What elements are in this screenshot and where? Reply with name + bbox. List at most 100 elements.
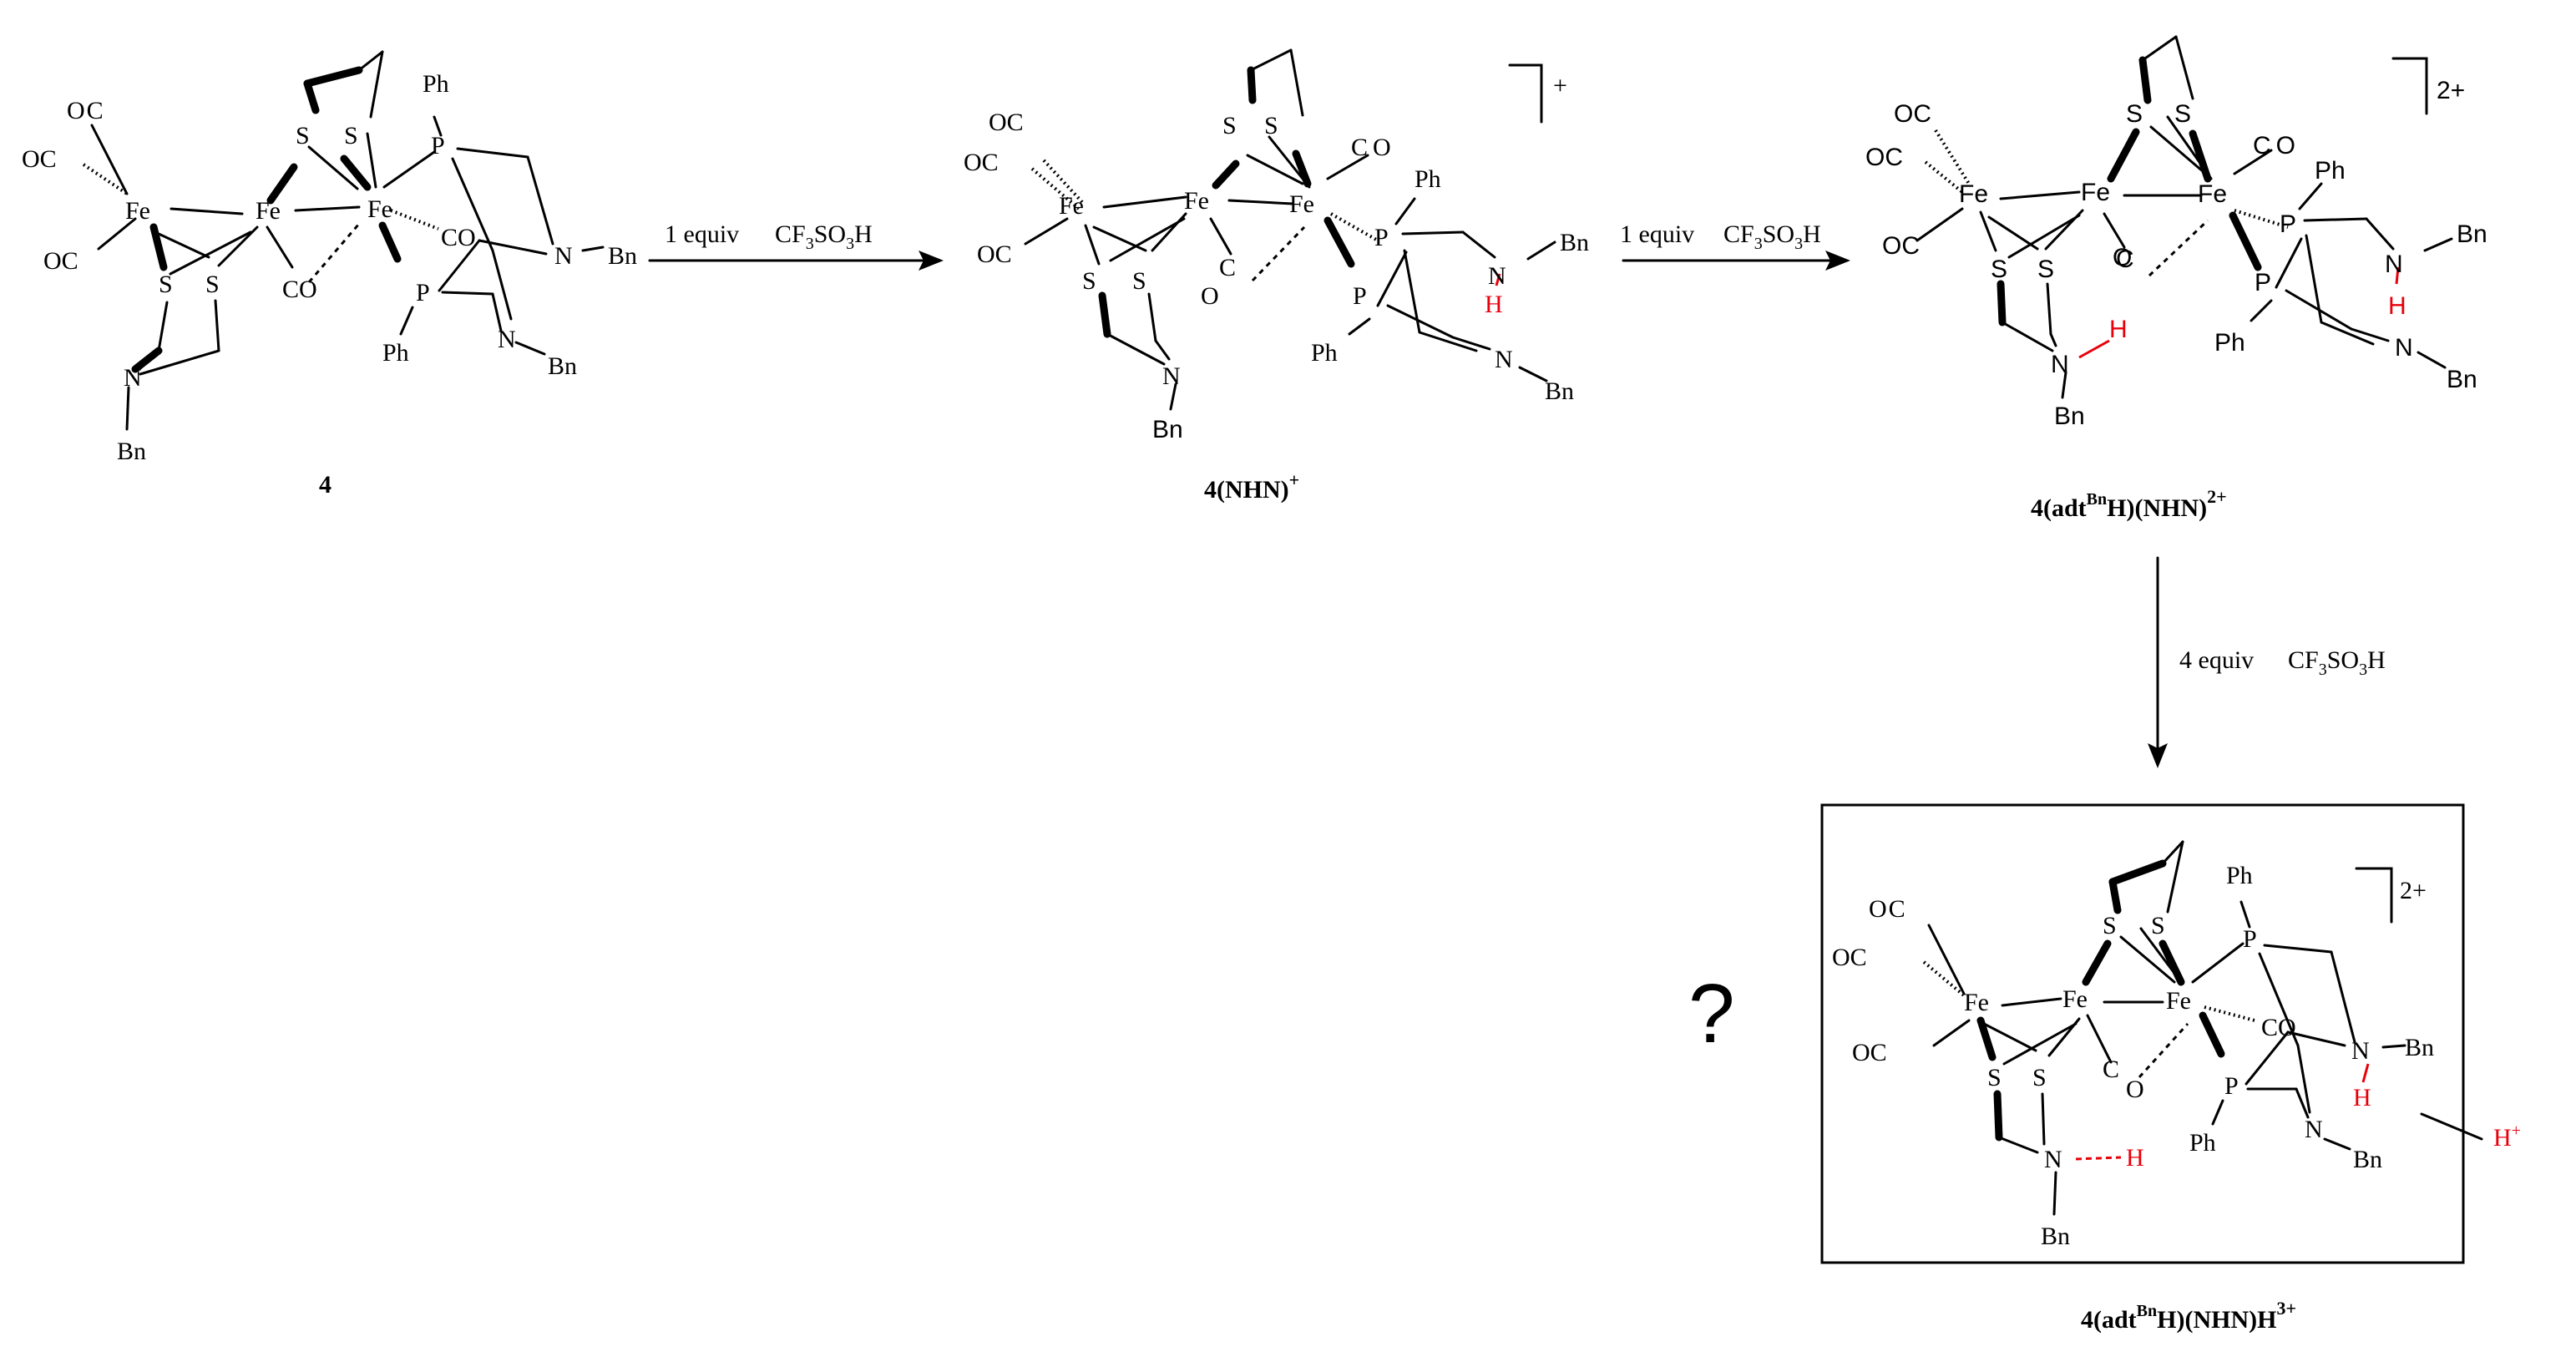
co-ligand-label: CO	[2261, 1014, 2296, 1041]
p-atom: P	[431, 132, 445, 159]
protonated-h-atom: H	[2388, 292, 2406, 320]
bn-group: Bn	[1560, 229, 1589, 256]
fe-atom: Fe	[2062, 985, 2088, 1013]
fe-atom: Fe	[2166, 987, 2191, 1015]
protonated-h-atom: H	[1485, 291, 1503, 318]
charge-label: 2+	[2400, 877, 2427, 904]
ph-group: Ph	[2214, 329, 2245, 357]
n-atom: N	[2385, 251, 2403, 278]
co-ligand-label: CO	[441, 224, 476, 251]
co-ligand-label: OC	[964, 149, 999, 176]
question-mark: ?	[1688, 967, 1735, 1061]
co-ligand-label: OC	[1865, 144, 1903, 171]
s-atom: S	[159, 271, 173, 298]
bn-group: Bn	[608, 242, 637, 270]
co-ligand-label: OC	[22, 145, 57, 173]
s-atom: S	[296, 122, 310, 149]
protonated-h-atom: H	[2109, 316, 2128, 343]
protonated-h-atom: H	[2353, 1084, 2371, 1111]
arrow-2-reagent: CF3SO3H	[1723, 220, 1821, 253]
fe-atom: Fe	[256, 197, 281, 225]
reaction-arrow-3: 4 equiv CF3SO3H	[2148, 556, 2386, 768]
bridging-co-label: O	[2113, 244, 2132, 271]
fe-atom: Fe	[1059, 192, 1084, 220]
s-atom: S	[2126, 100, 2143, 128]
bn-group: Bn	[1545, 377, 1574, 405]
ph-group: Ph	[1415, 165, 1441, 193]
p-atom: P	[2243, 925, 2257, 953]
bn-group: Bn	[2054, 403, 2085, 430]
p-atom: P	[1353, 282, 1367, 310]
ph-group: Ph	[1311, 339, 1338, 367]
bn-group: Bn	[548, 352, 577, 380]
n-atom: N	[2051, 351, 2069, 378]
fe-atom: Fe	[367, 195, 392, 223]
co-ligand-label: OC	[1832, 944, 1867, 971]
compound-4adth-structure: OC OC OC Fe Fe Fe S S S S N H Bn C O CO …	[1832, 840, 2521, 1250]
s-atom: S	[344, 122, 358, 149]
fe-atom: Fe	[1959, 180, 1988, 208]
free-proton-label: H+	[2493, 1121, 2521, 1152]
co-ligand-label: OC	[977, 240, 1012, 268]
bridging-co-label: CO	[282, 276, 317, 303]
compound-label-4nhn: 4(NHN)+	[1204, 469, 1299, 504]
n-atom: N	[124, 364, 142, 392]
fe-atom: Fe	[1964, 989, 1989, 1016]
co-ligand-label: OC	[67, 97, 104, 124]
fe-atom: Fe	[125, 197, 150, 225]
fe-atom: Fe	[2081, 179, 2110, 206]
co-ligand-label: OC	[1869, 895, 1905, 923]
n-atom: N	[2395, 334, 2413, 362]
bn-group: Bn	[2405, 1034, 2434, 1061]
arrow-3-reagent: CF3SO3H	[2288, 646, 2386, 679]
s-atom: S	[1987, 1064, 2002, 1091]
s-atom: S	[2103, 912, 2117, 939]
n-atom: N	[1488, 262, 1506, 290]
charge-label: 2+	[2437, 77, 2465, 104]
n-atom: N	[2305, 1116, 2323, 1143]
s-atom: S	[2174, 100, 2191, 128]
ph-group: Ph	[2315, 157, 2346, 185]
n-atom: N	[2351, 1037, 2370, 1065]
s-atom: S	[1222, 112, 1237, 139]
bn-group: Bn	[2353, 1146, 2382, 1173]
ph-group: Ph	[2189, 1129, 2216, 1157]
bridging-co-label: C	[1219, 254, 1236, 281]
bn-group: Bn	[2041, 1223, 2070, 1250]
n-atom: N	[1495, 346, 1513, 373]
s-atom: S	[1264, 112, 1278, 139]
bridging-co-label: C	[2116, 246, 2134, 273]
co-ligand-label: OC	[1894, 100, 1931, 128]
bn-group: Bn	[117, 438, 146, 465]
bridging-co-label: O	[2126, 1076, 2144, 1103]
arrow-2-equiv: 1 equiv	[1620, 220, 1694, 248]
ph-group: Ph	[382, 339, 409, 367]
arrow-1-reagent: CF3SO3H	[775, 220, 873, 253]
compound-label-4: 4	[319, 471, 331, 499]
n-atom: N	[498, 326, 516, 353]
co-ligand-label: OC	[989, 109, 1024, 136]
s-atom: S	[1132, 267, 1146, 295]
protonated-h-atom: H	[2126, 1144, 2144, 1172]
s-atom: S	[1082, 267, 1096, 295]
fe-atom: Fe	[2198, 180, 2227, 208]
fe-atom: Fe	[1184, 187, 1209, 215]
p-atom: P	[2280, 210, 2296, 238]
fe-atom: Fe	[1289, 190, 1314, 218]
bridging-co-label: C	[2103, 1056, 2119, 1083]
s-atom: S	[2151, 912, 2165, 939]
compound-label-4adth: 4(adtBnH)(NHN)H3+	[2081, 1298, 2296, 1334]
co-ligand-label: OC	[43, 247, 78, 275]
bn-group: Bn	[1152, 416, 1183, 443]
reaction-arrow-1: 1 equiv CF3SO3H	[648, 220, 944, 271]
charge-label: +	[1553, 72, 1567, 99]
compound-label-4adt: 4(adtBnH)(NHN)2+	[2031, 486, 2227, 522]
arrow-3-equiv: 4 equiv	[2179, 646, 2254, 674]
proposed-structure-box	[1820, 803, 2465, 1264]
co-ligand-label: OC	[1882, 232, 1920, 260]
